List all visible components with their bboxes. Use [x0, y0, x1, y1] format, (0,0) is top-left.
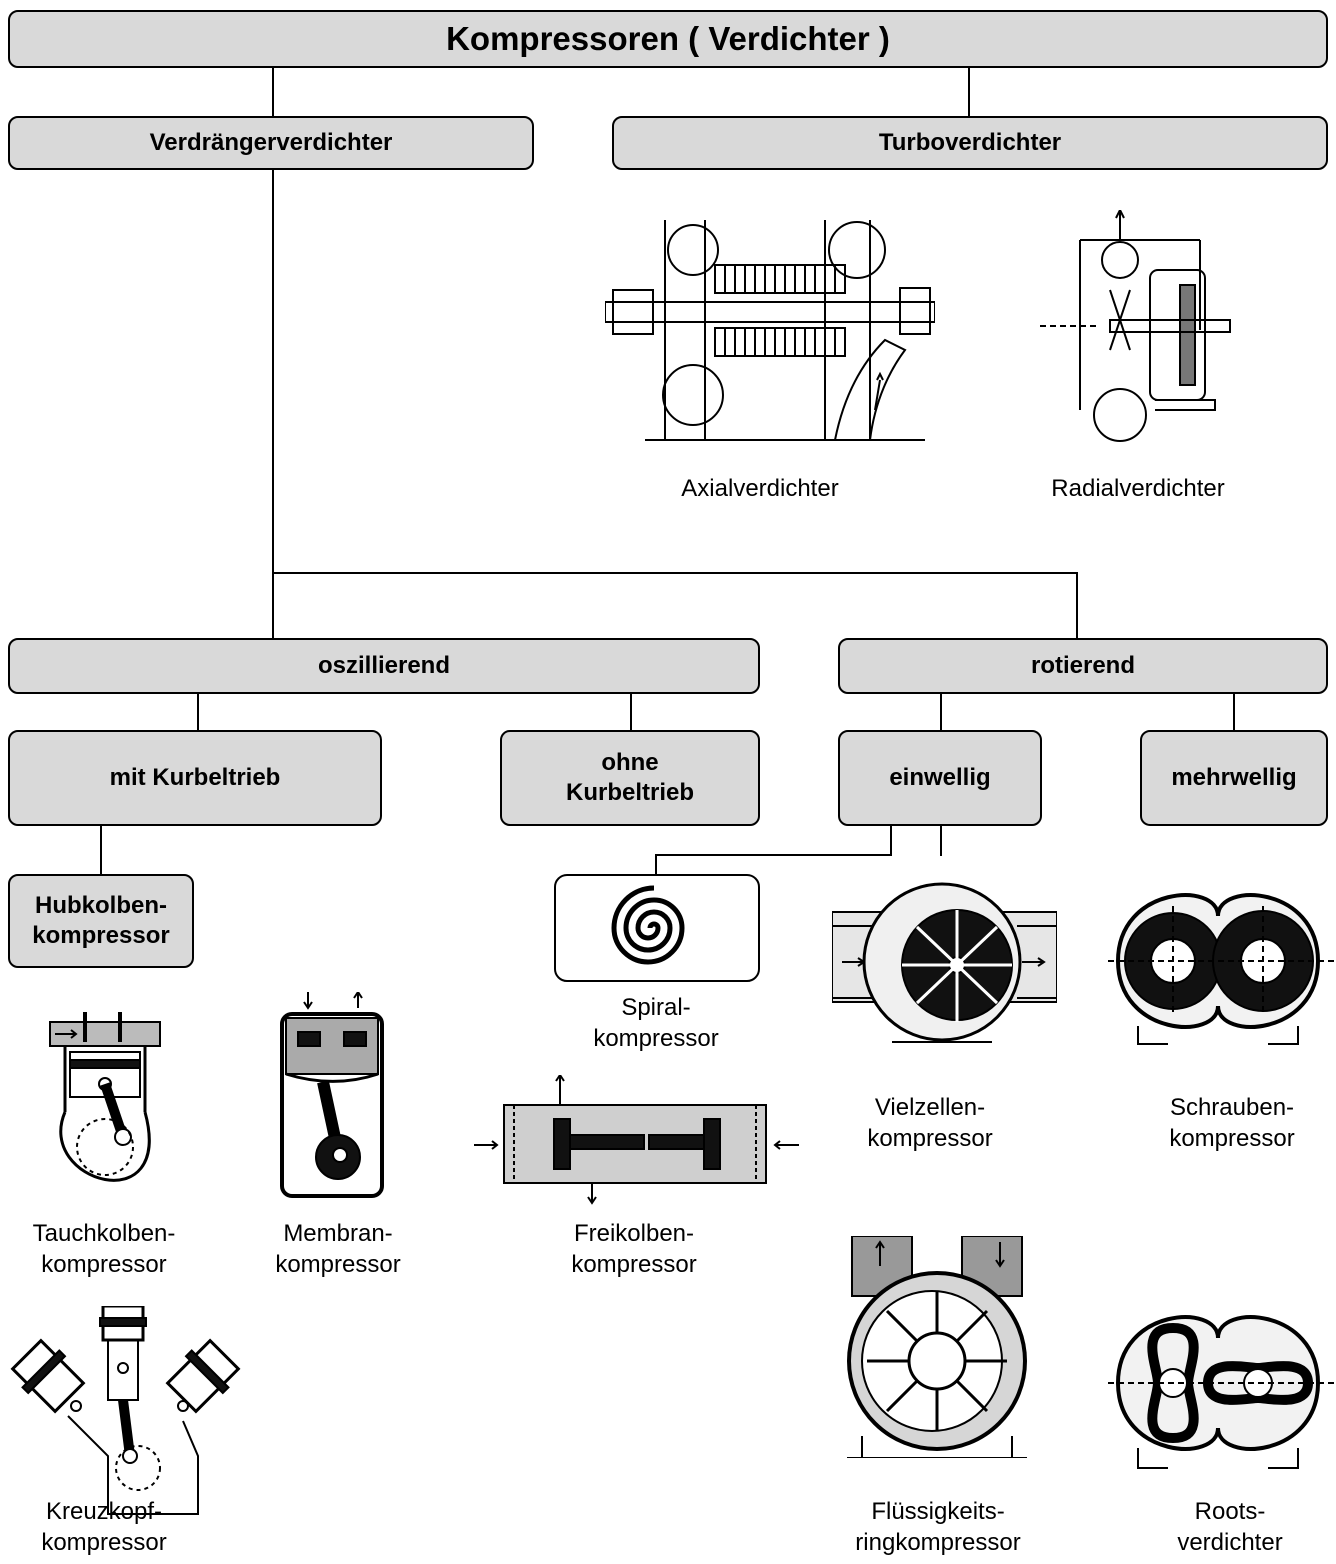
vielzellenkompressor-drawing	[832, 862, 1057, 1047]
kreuzkopfkompressor-drawing	[8, 1306, 243, 1516]
mehrwellig-box: mehrwellig	[1140, 730, 1328, 826]
connector-osz-ohne	[630, 694, 632, 730]
ohne-kurbeltrieb-label: ohne Kurbeltrieb	[565, 749, 694, 806]
connector-root-turbo	[968, 68, 970, 116]
ohne-kurbeltrieb-box: ohne Kurbeltrieb	[500, 730, 760, 826]
caption-radialverdichter: Radialverdichter	[1051, 475, 1225, 502]
connector-branch-rotierend	[1076, 572, 1078, 638]
einwellig-box: einwellig	[838, 730, 1042, 826]
root-title: Kompressoren ( Verdichter )	[446, 20, 890, 58]
connector-ein-spiral-down	[890, 826, 892, 856]
spiralkompressor-drawing	[554, 874, 760, 982]
membrankompressor-drawing	[278, 992, 386, 1202]
rotierend-label: rotierend	[1030, 652, 1135, 679]
turboverdichter-label: Turboverdichter	[878, 129, 1062, 156]
connector-verdraenger-trunk	[272, 170, 274, 638]
connector-ein-spiral-horizontal	[655, 854, 892, 856]
freikolbenkompressor-drawing	[474, 1075, 799, 1205]
connector-mit-hubkolben	[100, 826, 102, 874]
connector-rot-mehr	[1233, 694, 1235, 730]
rotierend-box: rotierend	[838, 638, 1328, 694]
oszillierend-box: oszillierend	[8, 638, 760, 694]
mehrwellig-label: mehrwellig	[1171, 764, 1297, 791]
hubkolbenkompressor-label: Hubkolben- kompressor	[32, 892, 170, 949]
connector-osz-mit	[197, 694, 199, 730]
connector-rot-ein	[940, 694, 942, 730]
mit-kurbeltrieb-label: mit Kurbeltrieb	[109, 764, 281, 791]
mit-kurbeltrieb-box: mit Kurbeltrieb	[8, 730, 382, 826]
verdraengerverdichter-label: Verdrängerverdichter	[149, 129, 393, 156]
connector-ein-spiral-up	[655, 854, 657, 874]
axialverdichter-drawing	[605, 210, 935, 445]
einwellig-label: einwellig	[889, 764, 991, 791]
caption-spiralkompressor: Spiral- kompressor	[593, 994, 719, 1053]
fluessigkeitsringkompressor-drawing	[842, 1236, 1032, 1458]
radialverdichter-drawing	[1040, 210, 1240, 445]
schraubenkompressor-drawing	[1108, 876, 1336, 1046]
rootsverdichter-drawing	[1108, 1298, 1336, 1473]
hubkolbenkompressor-box: Hubkolben- kompressor	[8, 874, 194, 968]
verdraengerverdichter-box: Verdrängerverdichter	[8, 116, 534, 170]
caption-schraubenkompressor: Schrauben- kompressor	[1169, 1094, 1295, 1153]
oszillierend-label: oszillierend	[317, 652, 451, 679]
caption-fluessigkeitsringkompressor: Flüssigkeits- ringkompressor	[855, 1498, 1021, 1557]
connector-branch-horizontal	[272, 572, 1078, 574]
tauchkolbenkompressor-drawing	[45, 1012, 170, 1202]
connector-root-verdraenger	[272, 68, 274, 116]
root-box: Kompressoren ( Verdichter )	[8, 10, 1328, 68]
caption-axialverdichter: Axialverdichter	[681, 475, 839, 502]
caption-rootsverdichter: Roots- verdichter	[1177, 1498, 1283, 1557]
caption-freikolbenkompressor: Freikolben- kompressor	[571, 1220, 697, 1279]
caption-kreuzkopfkompressor: Kreuzkopf- kompressor	[41, 1498, 167, 1557]
caption-vielzellenkompressor: Vielzellen- kompressor	[867, 1094, 993, 1153]
caption-membrankompressor: Membran- kompressor	[275, 1220, 401, 1279]
caption-tauchkolbenkompressor: Tauchkolben- kompressor	[32, 1220, 176, 1279]
turboverdichter-box: Turboverdichter	[612, 116, 1328, 170]
connector-ein-vielzellen	[940, 826, 942, 856]
